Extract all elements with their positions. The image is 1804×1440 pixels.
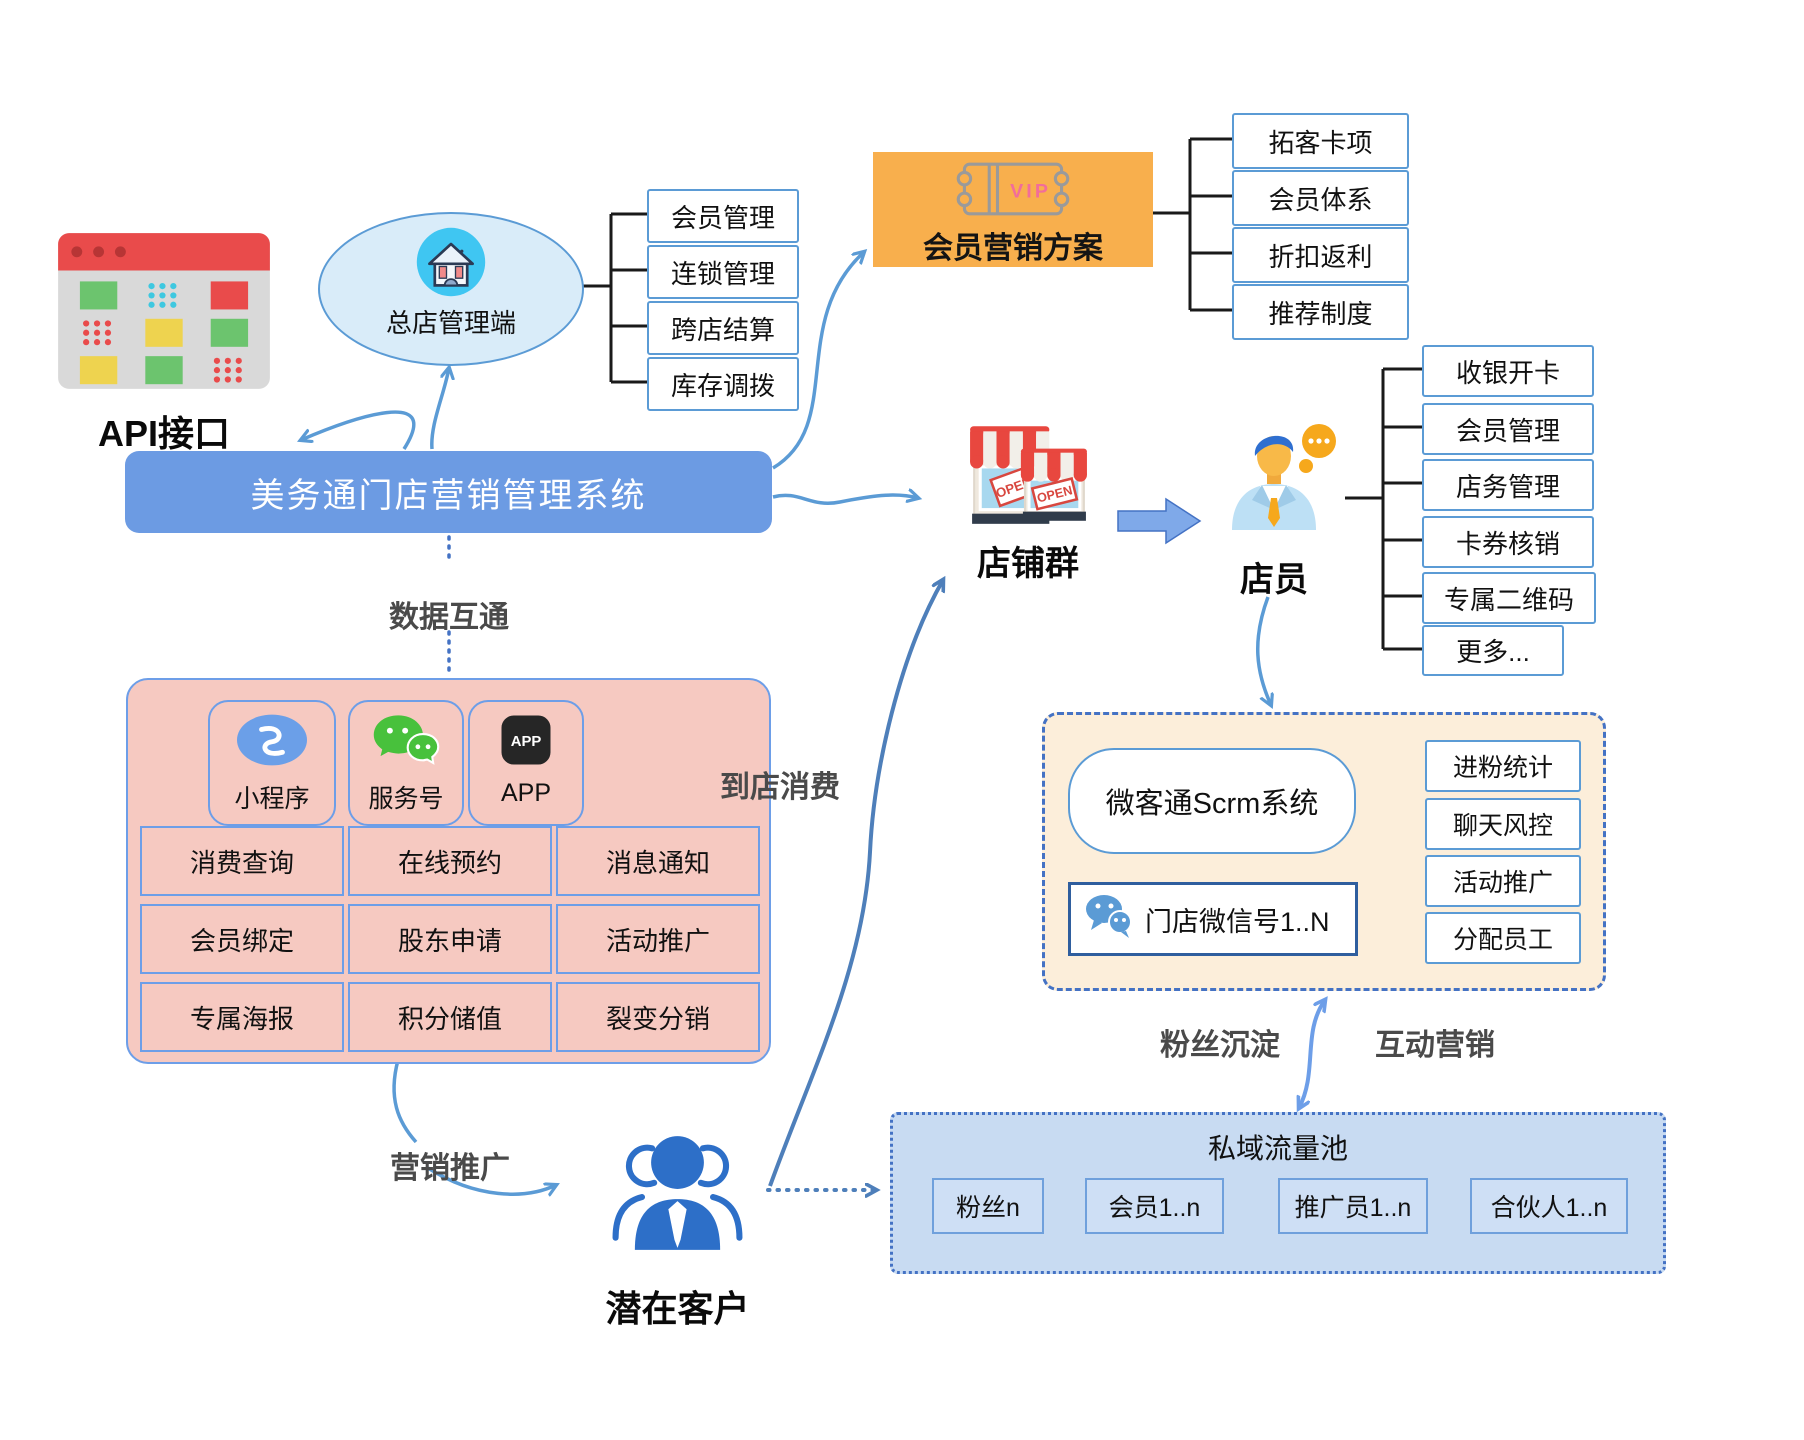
card-label: APP (500, 779, 552, 807)
miniprogram-icon (233, 712, 311, 773)
scrm-wechat-accounts: 门店微信号1..N (1068, 882, 1358, 956)
pool-stage: 会员1..n (1085, 1178, 1224, 1234)
card-label: 小程序 (234, 785, 310, 813)
wechat-chat-icon (1083, 893, 1135, 946)
hq-label: 总店管理端 (385, 308, 516, 338)
pool-stage: 粉丝n (932, 1178, 1044, 1234)
scrm-item: 分配员工 (1425, 912, 1581, 964)
feature-cell: 在线预约 (348, 826, 552, 896)
pool-title: 私域流量池 (1207, 1133, 1348, 1164)
hq-node: 总店管理端 (318, 212, 584, 366)
card-label: 服务号 (368, 785, 444, 813)
feature-cell: 专属海报 (140, 982, 344, 1052)
arrow-staff-to-scrm (1255, 596, 1271, 705)
pool-stage: 合伙人1..n (1470, 1178, 1628, 1234)
staff-item: 专属二维码 (1422, 572, 1596, 624)
app-icon: APP (498, 712, 554, 773)
scrm-title: 微客通Scrm系统 (1068, 748, 1356, 854)
bracket-staff (1345, 367, 1422, 651)
bracket-vip (1153, 137, 1232, 312)
feature-cell: 活动推广 (556, 904, 760, 974)
arrow-pink-to-marketing (392, 1059, 418, 1144)
scrm-wechat-label: 门店微信号1..N (1145, 906, 1330, 937)
staff-item: 店务管理 (1422, 459, 1594, 511)
vip-item: 折扣返利 (1232, 227, 1409, 283)
arrow-main-to-store (772, 495, 918, 505)
feature-cell: 股东申请 (348, 904, 552, 974)
scrm-item: 聊天风控 (1425, 798, 1581, 850)
arrow-customer-to-store (768, 580, 943, 1187)
main-system-node: 美务通门店营销管理系统 (125, 451, 772, 533)
vip-item: 推荐制度 (1232, 284, 1409, 340)
feature-cell: 消费查询 (140, 826, 344, 896)
scrm-item: 进粉统计 (1425, 740, 1581, 792)
bracket-hq (580, 212, 647, 384)
vip-badge-text: VIP (1010, 180, 1051, 202)
staff-item: 会员管理 (1422, 403, 1594, 455)
hq-item: 连锁管理 (647, 245, 799, 299)
wechat-icon (370, 712, 442, 773)
vip-plan-label: 会员营销方案 (923, 232, 1103, 265)
marketing-label: 营销推广 (390, 1152, 510, 1185)
staff-item: 卡券核销 (1422, 516, 1594, 568)
arrow-main-to-hq (430, 368, 449, 450)
vip-item: 拓客卡项 (1232, 113, 1409, 169)
arrow-main-to-api (301, 410, 416, 450)
hq-item: 会员管理 (647, 189, 799, 243)
customers-label: 潜在客户 (605, 1288, 750, 1329)
scrm-item: 活动推广 (1425, 855, 1581, 907)
customers-icon (600, 1126, 755, 1260)
vip-ticket-icon: VIP (938, 158, 1088, 225)
hq-item: 跨店结算 (647, 301, 799, 355)
hq-item: 库存调拨 (647, 357, 799, 411)
feature-cell: 消息通知 (556, 826, 760, 896)
staff-item: 更多... (1422, 625, 1564, 676)
interactive-marketing-label: 互动营销 (1375, 1029, 1495, 1062)
card-app: APP APP (468, 700, 584, 826)
arrow-scrm-pool-both (1299, 1000, 1325, 1108)
store-label: 店铺群 (977, 545, 1079, 583)
staff-item: 收银开卡 (1422, 345, 1594, 397)
feature-cell: 会员绑定 (140, 904, 344, 974)
feature-cell: 裂变分销 (556, 982, 760, 1052)
app-icon-text: APP (511, 734, 542, 750)
fans-settle-label: 粉丝沉淀 (1160, 1029, 1280, 1062)
staff-icon (1222, 418, 1344, 533)
visit-label: 到店消费 (720, 771, 840, 804)
api-grid-icon (55, 230, 273, 392)
data-link-label: 数据互通 (389, 601, 509, 634)
card-service-account: 服务号 (348, 700, 464, 826)
feature-cell: 积分储值 (348, 982, 552, 1052)
api-label: API接口 (97, 413, 230, 454)
store-icon: OPEN OPEN (966, 414, 1090, 530)
pool-stage: 推广员1..n (1278, 1178, 1428, 1234)
vip-plan-node: VIP 会员营销方案 (873, 152, 1153, 267)
block-arrow-store-to-staff (1117, 497, 1202, 545)
card-miniprogram: 小程序 (208, 700, 336, 826)
house-icon (415, 226, 487, 303)
staff-label: 店员 (1240, 561, 1308, 599)
vip-item: 会员体系 (1232, 170, 1409, 226)
